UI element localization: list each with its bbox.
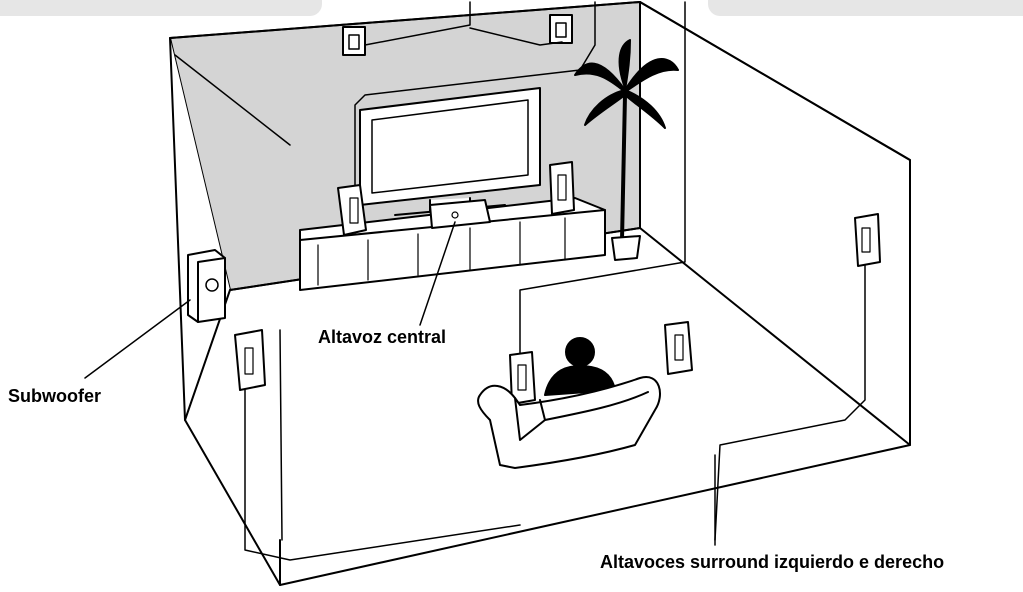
ceiling-speaker-left xyxy=(342,26,366,56)
person-icon xyxy=(544,337,616,396)
top-right-banner xyxy=(708,0,1023,16)
sofa xyxy=(477,376,661,469)
left-surround-speaker xyxy=(234,329,266,391)
rear-left-speaker xyxy=(509,351,536,405)
center-speaker-icon xyxy=(429,199,491,229)
center-speaker-label: Altavoz central xyxy=(318,327,447,347)
subwoofer-icon xyxy=(187,249,226,323)
right-surround-speaker xyxy=(854,213,881,267)
surround-speakers-label: Altavoces surround izquierdo e derecho xyxy=(600,552,945,572)
ceiling-speaker-right xyxy=(549,14,573,44)
rear-right-speaker xyxy=(664,321,693,375)
subwoofer-label: Subwoofer xyxy=(8,386,101,406)
palm-plant-icon xyxy=(574,39,679,261)
front-right-speaker xyxy=(549,161,575,215)
tv-cabinet xyxy=(299,197,606,291)
front-left-speaker xyxy=(337,184,367,236)
top-left-banner xyxy=(0,0,322,16)
floor-edge-right xyxy=(639,227,911,446)
